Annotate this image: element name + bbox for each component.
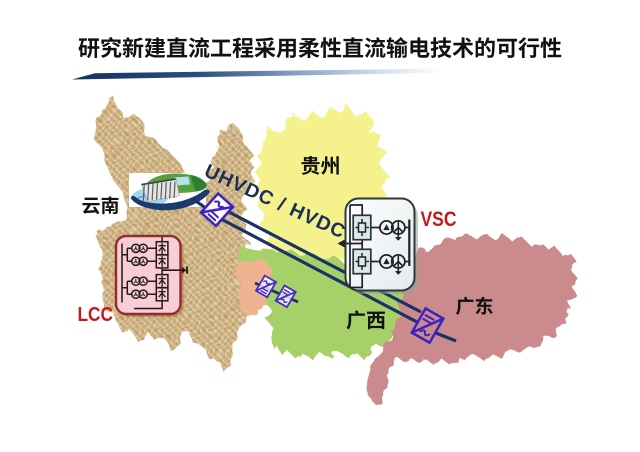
svg-text:LCC: LCC xyxy=(78,304,114,326)
svg-text:VSC: VSC xyxy=(421,208,457,231)
